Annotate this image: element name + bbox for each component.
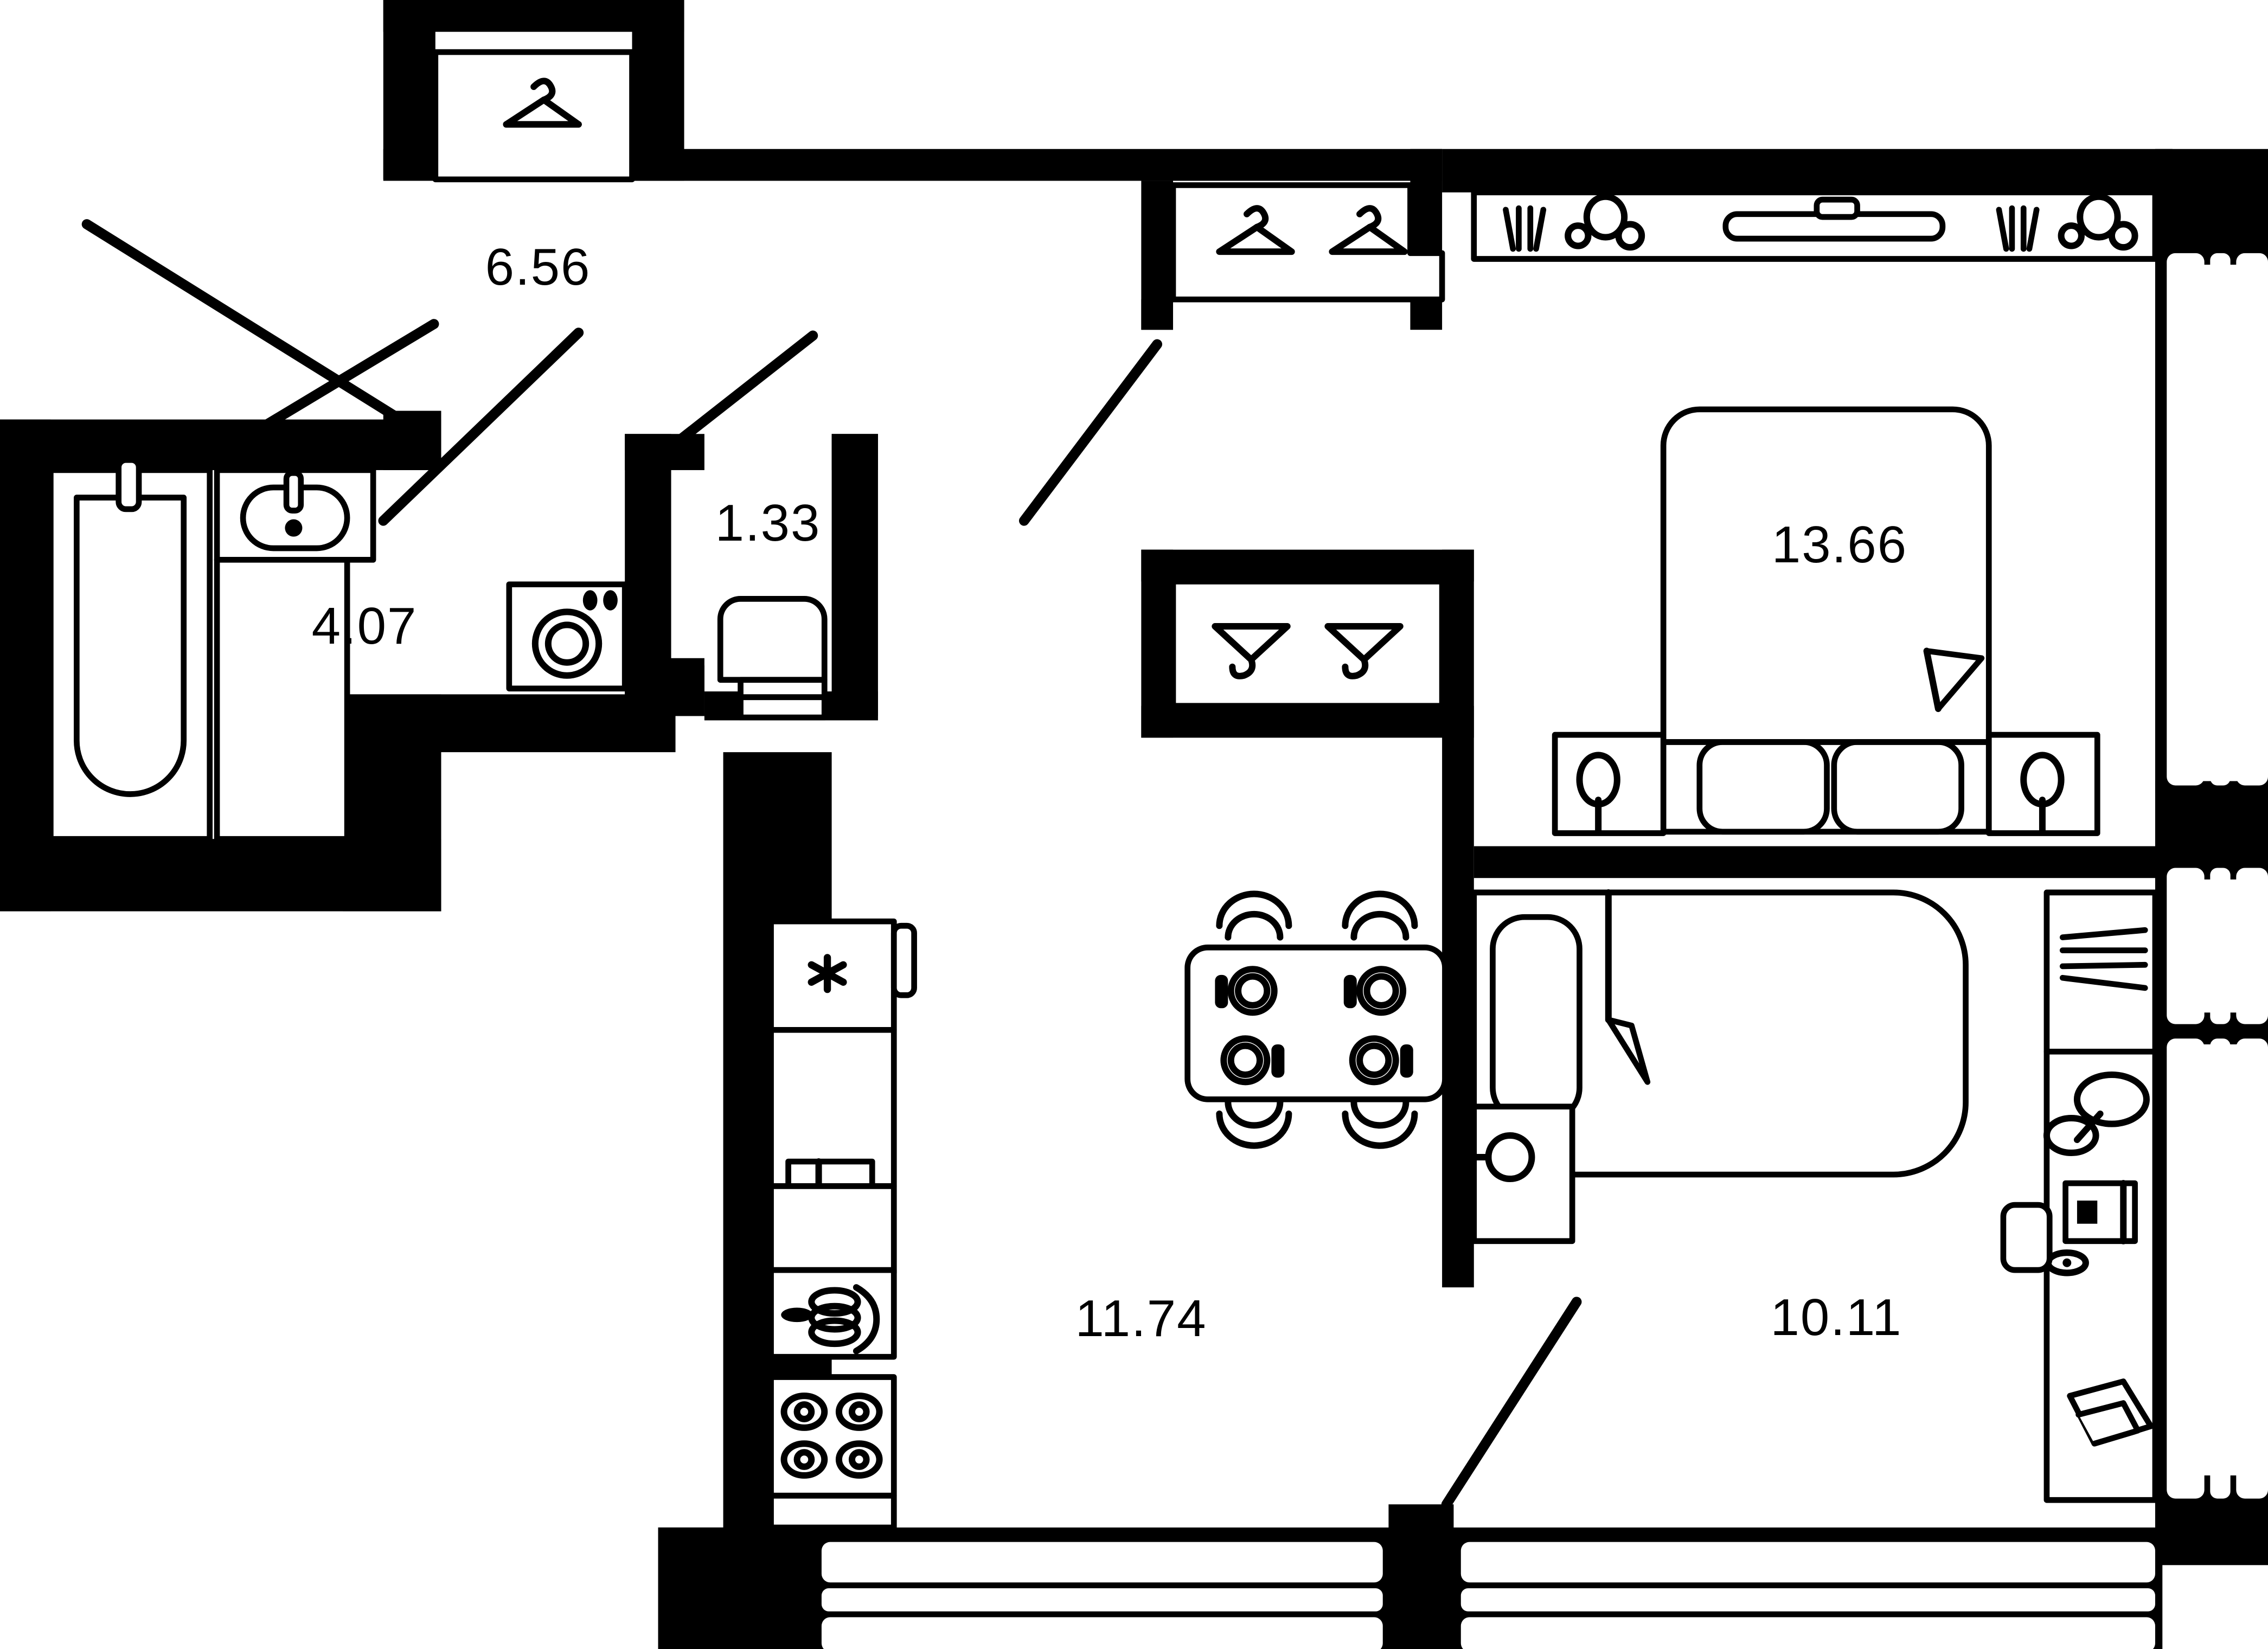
shelf-icon	[1471, 189, 2158, 262]
nightstand-icon	[1985, 732, 2100, 836]
clothes-hanger-icon	[503, 78, 582, 128]
fixtures-group	[48, 49, 2158, 1531]
wall-toilet-right-top	[831, 434, 878, 470]
chair-icon	[2000, 1202, 2053, 1273]
door-leaders-group	[81, 219, 1582, 1510]
bed-single-icon	[1471, 889, 1969, 1178]
plant-icon	[2043, 1071, 2150, 1157]
place-setting	[1220, 1035, 1285, 1086]
wall-bath-top	[0, 419, 441, 470]
chair-icon	[1225, 1099, 1284, 1129]
leader-door-kitchen-living	[1018, 339, 1163, 526]
washing-machine-icon	[506, 581, 628, 692]
wall-corridor-right-stub	[1410, 149, 1443, 330]
chair-icon	[1216, 1111, 1292, 1149]
bathtub-icon	[48, 457, 213, 842]
chair-icon	[1350, 1099, 1410, 1129]
bedside-table-icon	[1470, 1103, 1575, 1244]
chair-icon	[1342, 1111, 1418, 1149]
window-bottom-left	[821, 1542, 1383, 1649]
sink-icon	[214, 467, 376, 563]
toilet-icon	[717, 596, 828, 721]
mouse-icon	[2062, 1258, 2072, 1267]
wall-corridor-top	[632, 149, 1443, 181]
wall-center-right-vertical	[1442, 549, 1474, 1288]
monitor-icon	[2062, 1180, 2138, 1244]
wardrobe-entry	[432, 49, 635, 183]
decor-pens-icon	[1503, 205, 1547, 252]
area-label-bedroom-large: 13.66	[1771, 516, 1908, 574]
wall-bedroom-top	[1442, 149, 2173, 193]
kitchen-base-unit	[768, 1492, 897, 1531]
leader-door-bedroom-small	[1441, 1297, 1582, 1510]
area-label-kitchen-living: 11.74	[1075, 1289, 1207, 1348]
window-bottom-right	[1460, 1542, 2155, 1649]
dining-table-icon	[1184, 890, 1448, 1149]
chair-icon	[1350, 910, 1410, 941]
clothes-hanger-icon	[1216, 205, 1295, 255]
decor-bar-icon	[1722, 196, 1946, 242]
chair-icon	[1225, 910, 1284, 941]
chair-icon	[1342, 890, 1418, 929]
table-lamp-icon	[2020, 752, 2065, 835]
bathroom-counter	[214, 557, 350, 842]
leader-door-bathroom	[215, 319, 439, 458]
windows-group	[821, 253, 2268, 1649]
snowflake-icon	[808, 954, 847, 993]
wall-entry-closet-bl	[383, 149, 435, 181]
stove-icon	[768, 1374, 897, 1499]
bed-double-icon	[1660, 406, 1992, 835]
decor-circles-icon	[2058, 193, 2138, 251]
wall-bedrooms-divider	[1473, 846, 2168, 878]
area-label-hallway: 6.56	[485, 238, 591, 296]
clothes-hanger-icon	[1329, 205, 1408, 255]
window-right-upper	[2167, 253, 2268, 786]
leader-door-hallway-entry	[81, 219, 411, 428]
clothes-hanger-inverted-icon	[1324, 623, 1404, 679]
decor-circles-icon	[1565, 193, 1645, 251]
place-setting	[1349, 1035, 1413, 1086]
wall-bath-left	[0, 419, 51, 912]
window-right-mid	[2167, 868, 2268, 1024]
kitchen-run	[768, 918, 917, 1531]
wall-toilet-right	[831, 434, 878, 716]
area-label-bedroom-small: 10.11	[1770, 1288, 1902, 1346]
kitchen-sink-icon	[768, 1267, 897, 1360]
place-setting	[1215, 966, 1278, 1016]
wardrobe-lower	[1170, 579, 1445, 709]
window-right-lower	[2167, 1038, 2268, 1499]
leader-door-bathroom-b	[378, 328, 584, 526]
wardrobe-hall	[1170, 182, 1445, 303]
nightstand-icon	[1552, 732, 1667, 836]
wall-toilet-ll	[658, 665, 704, 716]
wall-bottom-pier	[1388, 1504, 1454, 1649]
desk-shelf	[2043, 889, 2158, 1055]
wall-closet-bottom	[1141, 705, 1474, 738]
fridge-icon	[768, 918, 917, 1033]
area-label-bathroom: 4.07	[311, 597, 418, 655]
area-label-toilet: 1.33	[715, 494, 821, 552]
clothes-hanger-inverted-icon	[1212, 623, 1291, 679]
desk-icon	[2000, 889, 2158, 1503]
kitchen-worktop	[768, 1183, 897, 1276]
leader-door-toilet	[660, 330, 818, 457]
papers-icon	[2067, 1378, 2154, 1447]
wall-closet-top	[1141, 549, 1474, 582]
decor-pens-icon	[1996, 205, 2040, 252]
wall-bottom-left-pier	[658, 1527, 815, 1649]
table-lamp-icon	[1576, 752, 1620, 835]
place-setting	[1343, 966, 1407, 1016]
books-icon	[2059, 927, 2148, 991]
wall-corridor-door-jamb	[1141, 299, 1174, 330]
chair-icon	[1216, 890, 1292, 929]
wall-bath-step	[343, 694, 676, 753]
